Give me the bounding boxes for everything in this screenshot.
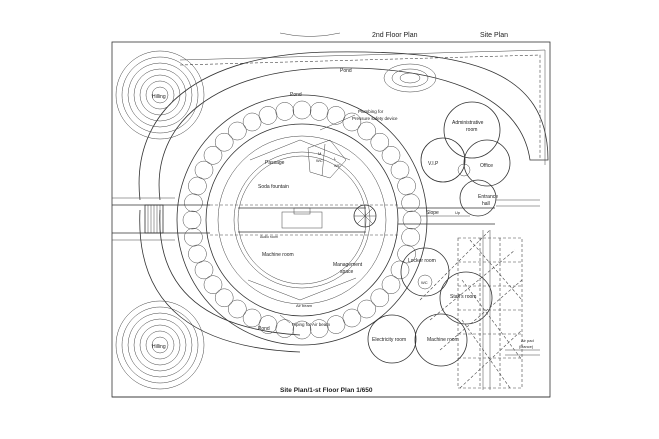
plumbing-label: Plumbing for (358, 109, 384, 114)
drawing-caption: Site Plan/1-st Floor Plan 1/650 (280, 387, 373, 394)
air-beam-ring (182, 100, 422, 340)
header-right-text: Site Plan (480, 32, 508, 39)
air-beam-balloon (370, 132, 390, 152)
air-beam-balloon (326, 315, 346, 334)
air-beam-balloon (258, 106, 278, 125)
air-beam-balloon (402, 210, 422, 230)
air-beam-balloon (342, 112, 362, 132)
air-beam-balloon (194, 160, 214, 180)
air-beam-balloon (184, 193, 203, 213)
soda-fountain-label: Soda fountain (258, 184, 289, 190)
air-beam-balloon (292, 100, 312, 120)
air-pad-label-2: (Dance) (519, 344, 534, 349)
wc-m-text: WC (316, 158, 323, 163)
spiral-stair (353, 204, 377, 228)
entrance-label: Entrance (478, 194, 498, 200)
passage-label: Passage (265, 160, 285, 166)
wc-m-label: M (318, 151, 321, 156)
site-boundary (111, 41, 551, 398)
air-beam-balloon (184, 227, 203, 247)
air-beam-balloon (203, 146, 223, 165)
air-beam-balloon (275, 102, 295, 121)
air-beam-balloon (390, 160, 410, 180)
hilling-top-label: Hilling (152, 94, 166, 100)
air-beam-balloon (401, 227, 420, 247)
air-beam-balloon (275, 319, 295, 338)
piping-label: Piping for Air beam (292, 322, 330, 327)
air-beam-balloon (342, 308, 362, 328)
hilling-bottom-label: Hilling (152, 344, 166, 350)
air-beam-balloon (397, 244, 416, 264)
management-label-2: space (340, 269, 354, 275)
office-label: Office (480, 163, 493, 169)
hilling-mound-bottom (115, 300, 205, 390)
air-beam-balloon (214, 132, 234, 152)
air-beam-balloon (381, 275, 401, 294)
admin-cluster (420, 101, 511, 217)
air-beam-balloon (326, 106, 346, 125)
wc-block (307, 139, 347, 179)
air-beam-balloon (228, 299, 247, 319)
header-arc (279, 32, 341, 37)
inner-partitions (210, 139, 400, 301)
air-beam-balloon (309, 319, 329, 338)
air-beam-balloon (401, 193, 420, 213)
air-pad-label: Air pad (521, 338, 534, 343)
air-beam-balloon (357, 121, 376, 141)
entrance-label-2: hall (482, 201, 490, 207)
air-beam-balloon (357, 299, 376, 319)
air-beam-balloon (203, 275, 223, 294)
air-beam-balloon (390, 260, 410, 280)
up-label: Up (455, 210, 461, 215)
slope-label: Slope (426, 210, 439, 216)
air-beam-balloon (182, 210, 202, 230)
air-beam-balloon (381, 146, 401, 165)
air-beam-balloon (228, 121, 247, 141)
air-beam-label: Air beam (296, 303, 313, 308)
wc-l-label: L (334, 156, 337, 161)
air-beam-balloon (242, 112, 262, 132)
boundary-line (179, 49, 546, 165)
pond-oval-top-right (383, 63, 437, 93)
pond-bottom-label: Pond (258, 326, 270, 332)
air-beam-balloon (258, 315, 278, 334)
admin-label-2: room (466, 127, 477, 133)
dashed-boundary-top (179, 54, 541, 160)
wc-l-text: WC (334, 163, 341, 168)
air-beam-balloon (242, 308, 262, 328)
hilling-mound-top (115, 50, 205, 140)
air-beam-balloon (292, 320, 312, 340)
plumbing-label-2: Pressure safety device (352, 116, 398, 121)
locker-wc-label: WC (421, 280, 428, 285)
vip-label: V.I.P (428, 161, 439, 167)
audio-room-label: Audio room (260, 235, 278, 239)
air-beam-balloon (188, 244, 207, 264)
pond-top-right-label: Pond (340, 68, 352, 74)
east-slope-corridor (398, 207, 495, 225)
machine-room-2-label: Machine room (427, 337, 459, 343)
service-cluster (367, 247, 493, 367)
west-entrance-stairs (112, 197, 210, 241)
admin-label: Administrative (452, 120, 484, 126)
locker-label: Locker room (408, 258, 436, 264)
air-beam-balloon (370, 288, 390, 308)
upper-floor-dashed-grid (419, 229, 523, 390)
main-pavilion (176, 94, 428, 346)
machine-room-label: Machine room (262, 252, 294, 258)
air-beam-balloon (309, 102, 329, 121)
air-beam-balloon (188, 176, 207, 196)
staff-label: Staff's room (450, 294, 476, 300)
perimeter-top (138, 51, 549, 201)
air-beam-balloon (214, 288, 234, 308)
air-beam-balloon (194, 260, 214, 280)
air-beam-balloon (397, 176, 416, 196)
electricity-label: Electricity room (372, 337, 406, 343)
perimeter-bottom (139, 209, 301, 353)
header-left-text: 2nd Floor Plan (372, 32, 418, 39)
air-pad (505, 349, 540, 356)
management-label: Management (333, 262, 363, 268)
